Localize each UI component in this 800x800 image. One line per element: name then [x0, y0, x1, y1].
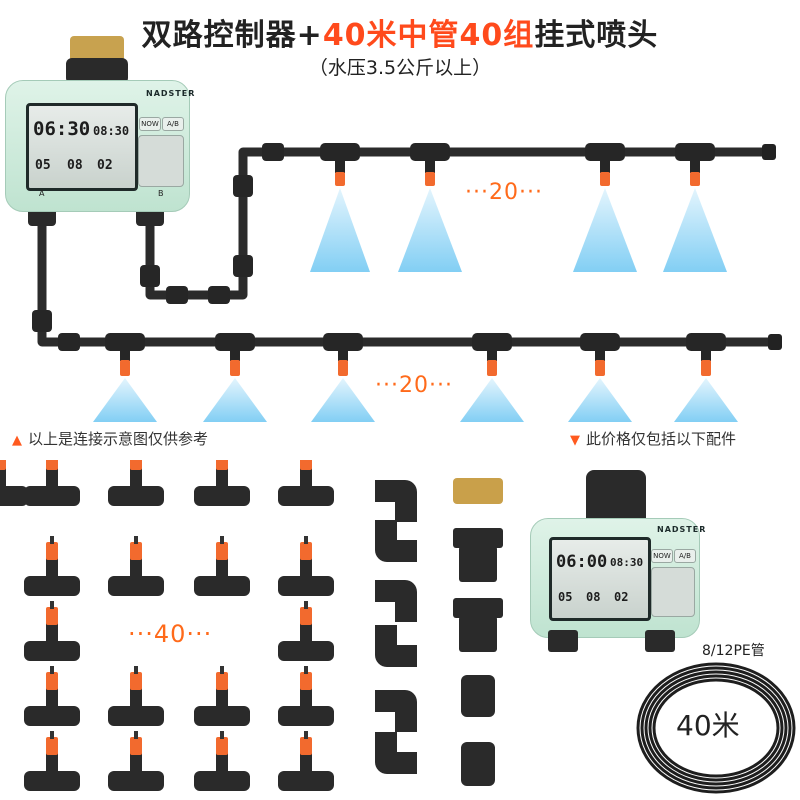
timer-small-time: 08:30	[610, 556, 644, 569]
page-subtitle: （水压3.5公斤以上）	[308, 57, 492, 79]
timer-value-c: 02	[97, 158, 113, 173]
outlet-b	[645, 630, 675, 652]
sprinkler-count-label: ···40···	[128, 620, 213, 648]
hose-adapter	[453, 528, 503, 548]
title-accent: 40米中管40组	[322, 18, 535, 53]
elbow-parts	[375, 480, 417, 774]
pipe-end-cap	[768, 334, 782, 350]
tube-spec-label: 8/12PE管	[700, 640, 767, 660]
ab-button[interactable]: A/B	[674, 549, 696, 563]
pe-tube-coil	[636, 662, 796, 794]
elbow-fittings	[32, 143, 284, 351]
connection-diagram	[28, 36, 782, 422]
timer-screen: 06:30 08:30 05 08 02	[26, 103, 138, 191]
side-b-label: B	[158, 189, 164, 198]
dial-pad[interactable]	[651, 567, 695, 617]
diagram-timer: NADSTER 06:30 08:30 05 08 02 NOW A/B A B	[5, 80, 194, 212]
adapter-parts	[453, 478, 503, 786]
timer-small-time: 08:30	[93, 124, 130, 138]
timer-inlet	[586, 470, 646, 526]
sprinkler-part	[0, 460, 28, 506]
timer-value-a: 05	[35, 158, 51, 173]
title-part1: 双路控制器+	[141, 18, 323, 53]
timer-screen: 06:00 08:30 05 08 02	[549, 537, 651, 621]
included-note-text: 此价格仅包括以下配件	[586, 430, 737, 448]
timer-main-time: 06:00	[556, 552, 608, 572]
end-plug	[461, 742, 495, 786]
included-note: ▼ 此价格仅包括以下配件	[570, 428, 736, 449]
end-plug	[461, 675, 495, 717]
upper-count-label: ···20···	[465, 180, 543, 205]
dial-pad[interactable]	[138, 135, 184, 187]
timer-value-a: 05	[558, 590, 573, 604]
brass-adapter	[453, 478, 503, 504]
lower-sprinkler-row	[93, 333, 738, 422]
side-a-label: A	[39, 189, 45, 198]
pipe-end-cap	[762, 144, 776, 160]
controller-timer: NADSTER 06:00 08:30 05 08 02 NOW A/B	[530, 518, 705, 638]
timer-brand: NADSTER	[146, 89, 196, 98]
triangle-down-icon: ▼	[570, 433, 580, 448]
hose-adapter	[453, 598, 503, 618]
timer-value-b: 08	[67, 158, 83, 173]
triangle-up-icon: ▲	[12, 433, 22, 448]
timer-value-b: 08	[586, 590, 601, 604]
upper-sprinkler-row	[310, 143, 727, 272]
now-button[interactable]: NOW	[139, 117, 161, 131]
reference-note: ▲ 以上是连接示意图仅供参考	[12, 428, 208, 449]
ab-button[interactable]: A/B	[162, 117, 184, 131]
now-button[interactable]: NOW	[651, 549, 673, 563]
timer-main-time: 06:30	[33, 118, 91, 140]
timer-value-c: 02	[614, 590, 629, 604]
timer-brand: NADSTER	[657, 525, 707, 534]
tube-length-label: 40米	[676, 709, 740, 742]
page-title: 双路控制器+40米中管40组挂式喷头	[0, 10, 800, 54]
lower-count-label: ···20···	[375, 373, 453, 398]
outlet-a	[548, 630, 578, 652]
title-part2: 挂式喷头	[534, 18, 659, 53]
sprinkler-parts-grid	[0, 460, 334, 791]
elbow-part	[375, 480, 417, 774]
reference-note-text: 以上是连接示意图仅供参考	[28, 430, 209, 448]
